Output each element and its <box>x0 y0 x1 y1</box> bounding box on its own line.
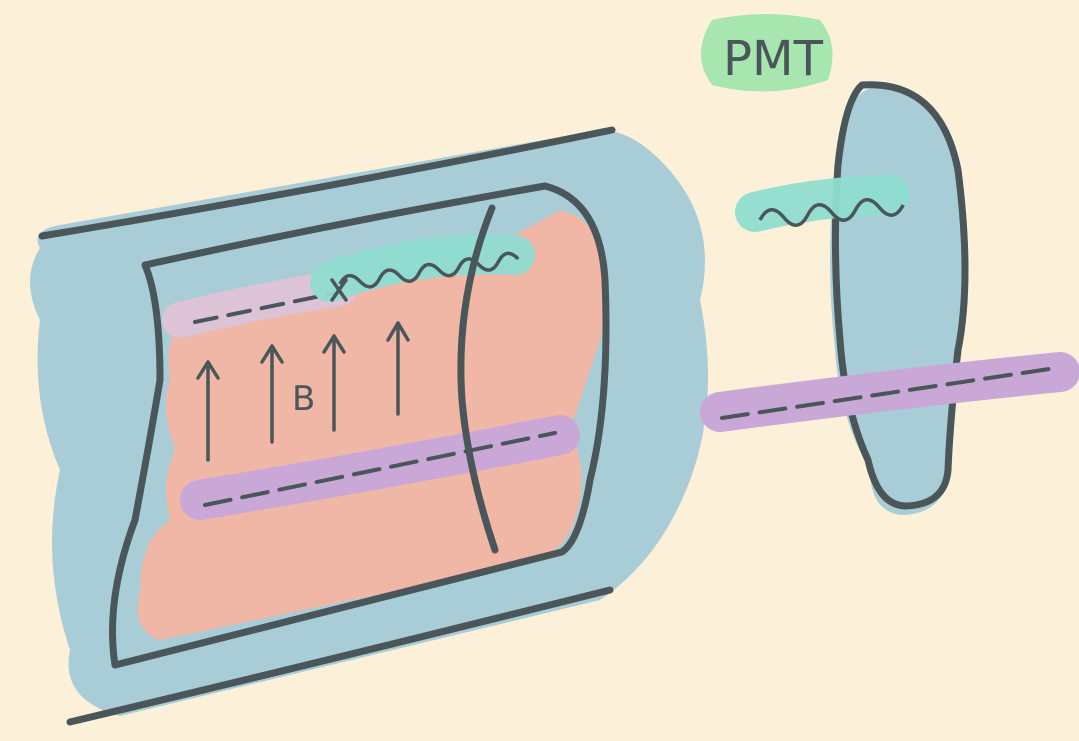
pmt-body <box>830 85 968 515</box>
magnetic-field-label: B <box>292 379 315 419</box>
particle-track-through-pmt <box>720 368 1060 418</box>
pmt-label: PMT <box>723 31 824 87</box>
pmt-label-badge: PMT <box>701 14 833 91</box>
